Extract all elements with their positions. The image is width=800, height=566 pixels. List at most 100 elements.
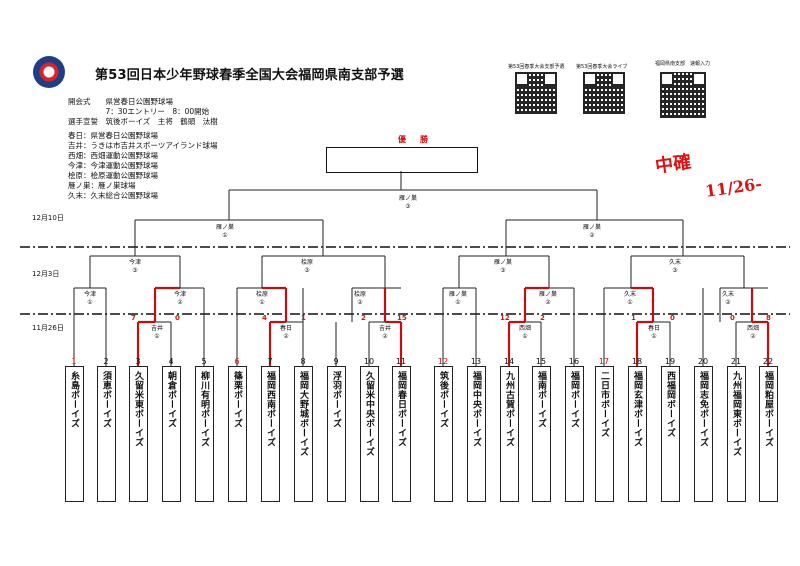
team-box[interactable]: 福岡春日ボーイズ	[392, 366, 411, 502]
team-box[interactable]: 福岡中央ボーイズ	[467, 366, 486, 502]
team-box[interactable]: 西福岡ボーイズ	[661, 366, 680, 502]
venue-r2: 久末	[721, 291, 734, 298]
team-box[interactable]: 二日市ボーイズ	[595, 366, 614, 502]
venue-r1: 西畑	[746, 325, 759, 332]
score: 2	[361, 314, 366, 322]
score: 0	[730, 314, 735, 322]
team-box[interactable]: 福岡ボーイズ	[565, 366, 584, 502]
venue-r1: 春日	[279, 325, 292, 332]
score: 4	[262, 314, 267, 322]
score: 15	[397, 314, 407, 322]
venue-semi: 雁ノ巣	[582, 224, 601, 231]
team-number: 12	[437, 357, 449, 366]
team-box[interactable]: 福岡大野城ボーイズ	[294, 366, 313, 502]
team-box[interactable]: 九州福岡東ボーイズ	[727, 366, 746, 502]
team-number: 6	[234, 357, 240, 366]
team-box[interactable]: 須恵ボーイズ	[97, 366, 116, 502]
date-label: 12月3日	[32, 270, 60, 278]
team-number: 2	[103, 357, 109, 366]
venue-r2: 桧原	[255, 291, 268, 298]
game-r2: ②	[357, 299, 363, 306]
info-line: 選手宣誓 筑後ボーイズ 主将 鶴頭 汰樹	[68, 117, 218, 126]
team-number: 11	[395, 357, 407, 366]
qr-caption: 福岡県南支部 速報入力	[655, 61, 711, 67]
venue-r2: 今津	[83, 291, 96, 298]
game-r2: ②	[725, 299, 731, 306]
team-number: 15	[535, 357, 547, 366]
game-r2: ①	[627, 299, 633, 306]
team-box[interactable]: 篠栗ボーイズ	[228, 366, 247, 502]
qr-code-bracket[interactable]	[515, 72, 557, 114]
game-r2: ①	[455, 299, 461, 306]
qr-caption: 第53回春季大会支部予選	[508, 64, 565, 70]
venue-r2: 今津	[173, 291, 186, 298]
venue-quarter: 桧原	[300, 259, 313, 266]
team-box[interactable]: 浮羽ボーイズ	[327, 366, 346, 502]
venue-r2: 雁ノ巣	[538, 291, 557, 298]
team-box[interactable]: 福南ボーイズ	[532, 366, 551, 502]
game-r1: ①	[154, 333, 160, 340]
team-number: 8	[300, 357, 306, 366]
info-line: 桧原：桧原運動公園野球場	[68, 171, 158, 180]
team-box[interactable]: 福岡西南ボーイズ	[261, 366, 280, 502]
game-r1: ①	[522, 333, 528, 340]
game-final: ③	[405, 203, 411, 210]
score: 1	[631, 314, 636, 322]
score: 12	[500, 314, 510, 322]
venue-quarter: 今津	[128, 259, 141, 266]
game-r2: ②	[177, 299, 183, 306]
score: 0	[670, 314, 675, 322]
team-number: 18	[631, 357, 643, 366]
team-number: 14	[503, 357, 515, 366]
game-r2: ①	[87, 299, 93, 306]
game-semi: ②	[589, 232, 595, 239]
game-r2: ①	[259, 299, 265, 306]
team-number: 17	[598, 357, 610, 366]
info-line: 7：30エントリー 8：00開始	[68, 107, 210, 116]
venue-quarter: 久末	[668, 259, 681, 266]
game-r1: ①	[651, 333, 657, 340]
team-box[interactable]: 福岡粕屋ボーイズ	[759, 366, 778, 502]
team-number: 5	[201, 357, 207, 366]
champion-box	[326, 147, 478, 173]
venue-r1: 春日	[647, 325, 660, 332]
venue-r1: 吉井	[150, 325, 163, 332]
info-line: 久末：久末総合公園野球場	[68, 191, 158, 200]
team-box[interactable]: 糸島ボーイズ	[65, 366, 84, 502]
venue-r1: 吉井	[378, 325, 391, 332]
team-number: 7	[267, 357, 273, 366]
team-box[interactable]: 筑後ボーイズ	[434, 366, 453, 502]
team-number: 1	[71, 357, 77, 366]
team-box[interactable]: 久留米中央ボーイズ	[360, 366, 379, 502]
team-box[interactable]: 柳川有明ボーイズ	[195, 366, 214, 502]
game-quarter: ③	[500, 267, 506, 274]
team-number: 21	[730, 357, 742, 366]
team-box[interactable]: 九州古賀ボーイズ	[500, 366, 519, 502]
game-quarter: ③	[672, 267, 678, 274]
score: 0	[175, 314, 180, 322]
game-quarter: ③	[132, 267, 138, 274]
team-number: 3	[135, 357, 141, 366]
team-number: 9	[333, 357, 339, 366]
date-label: 12月10日	[32, 214, 64, 222]
page-title: 第53回日本少年野球春季全国大会福岡県南支部予選	[95, 68, 404, 83]
team-box[interactable]: 福岡志免ボーイズ	[694, 366, 713, 502]
qr-code-report[interactable]	[660, 72, 706, 118]
team-box[interactable]: 朝倉ボーイズ	[162, 366, 181, 502]
team-box[interactable]: 久留米東ボーイズ	[129, 366, 148, 502]
qr-code-live[interactable]	[583, 72, 625, 114]
date-label: 11月26日	[32, 324, 64, 332]
info-line: 西畑：西畑運動公園野球場	[68, 151, 158, 160]
game-semi: ①	[222, 232, 228, 239]
game-r1: ②	[382, 333, 388, 340]
info-line: 春日：県営春日公園野球場	[68, 131, 158, 140]
score: 7	[131, 314, 136, 322]
info-line: 吉井：うきは市吉井スポーツアイランド球場	[68, 141, 218, 150]
team-box[interactable]: 福岡玄津ボーイズ	[628, 366, 647, 502]
team-number: 13	[470, 357, 482, 366]
league-logo	[33, 56, 65, 88]
game-r2: ②	[545, 299, 551, 306]
champion-label: 優 勝	[398, 135, 431, 144]
